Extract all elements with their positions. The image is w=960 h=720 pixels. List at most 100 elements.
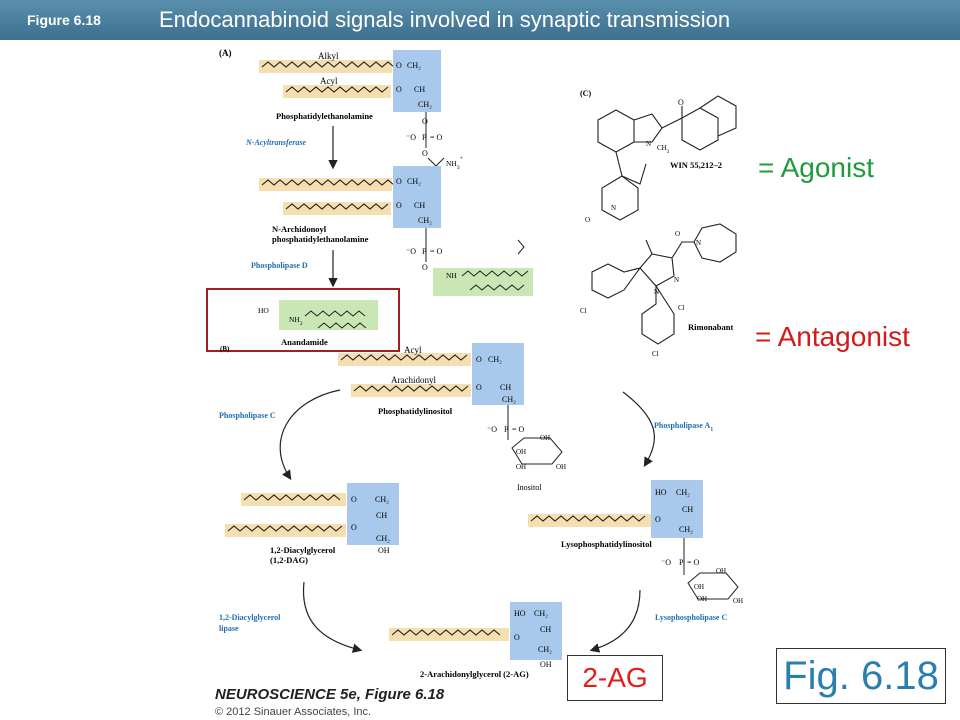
acyl-chain-nape bbox=[285, 203, 389, 210]
arachidonoyl-box bbox=[433, 268, 533, 296]
acyl-label: Acyl bbox=[320, 76, 338, 86]
ch-label: CH bbox=[414, 201, 425, 210]
arachidonyl-chain-dag bbox=[227, 525, 343, 532]
title-bar: Figure 6.18 Endocannabinoid signals invo… bbox=[0, 0, 960, 40]
o-label: O bbox=[396, 85, 402, 94]
o-label: O bbox=[476, 355, 482, 364]
glycerol-box-nape bbox=[393, 166, 441, 228]
copyright: © 2012 Sinauer Associates, Inc. bbox=[215, 706, 372, 718]
o-label: O bbox=[675, 230, 680, 238]
nape-name-2: phosphatidylethanolamine bbox=[272, 234, 369, 244]
acyl-band bbox=[283, 85, 391, 98]
o-label: O bbox=[351, 495, 357, 504]
acyl-chain-dag bbox=[243, 494, 341, 501]
ch3-label: CH3 bbox=[657, 144, 670, 155]
ch2-label: CH₂ bbox=[375, 495, 389, 504]
glycerol-box-pe bbox=[393, 50, 441, 112]
ch2-label: CH₂ bbox=[502, 395, 516, 404]
oh-label: OH bbox=[694, 583, 704, 591]
o-label: O bbox=[585, 216, 590, 224]
o-label: O bbox=[396, 201, 402, 210]
oh-label: OH bbox=[540, 434, 550, 442]
ch2-label: CH₂ bbox=[679, 525, 693, 534]
enzyme-pld: Phospholipase D bbox=[251, 261, 308, 270]
panel-c-label: (C) bbox=[580, 89, 591, 98]
figure-label: Figure 6.18 bbox=[27, 12, 101, 28]
n-label: N bbox=[674, 276, 679, 284]
slide-title: Endocannabinoid signals involved in syna… bbox=[159, 7, 731, 32]
n-label: N bbox=[611, 204, 616, 212]
nh-label: NH bbox=[446, 271, 457, 280]
o-label: O bbox=[351, 523, 357, 532]
ch2-label: CH₂ bbox=[418, 100, 432, 109]
chevron-mark bbox=[517, 239, 525, 255]
ch2-label: CH₂ bbox=[407, 177, 421, 186]
alkyl-band bbox=[259, 60, 392, 73]
o-minus-label: ⁻O bbox=[661, 558, 671, 567]
ch-label: CH bbox=[376, 511, 387, 520]
o-label: O bbox=[422, 263, 428, 272]
figure-callout: Fig. 6.18 bbox=[776, 648, 946, 704]
o-minus-label: ⁻O bbox=[406, 247, 416, 256]
arachidonyl-chain-lyso bbox=[530, 515, 646, 522]
ch-label: CH bbox=[682, 505, 693, 514]
p-label: P bbox=[504, 425, 509, 434]
win-structure bbox=[597, 95, 737, 221]
n-label: N bbox=[646, 140, 651, 148]
o-label: O bbox=[678, 98, 684, 107]
cl-label: Cl bbox=[678, 304, 685, 312]
arachidonyl-chain-pi bbox=[353, 385, 469, 392]
acyl-band-pi bbox=[338, 353, 471, 366]
enzyme-dagl-2: lipase bbox=[219, 624, 239, 633]
ethanolamine-bond bbox=[427, 157, 445, 167]
o-label: O bbox=[476, 383, 482, 392]
oh-label: OH bbox=[516, 463, 526, 471]
ho-label: HO bbox=[514, 609, 526, 618]
arrow-dagl bbox=[302, 581, 363, 653]
nape-name-1: N-Archidonoyl bbox=[272, 224, 327, 234]
anandamide-chain-2 bbox=[317, 322, 367, 329]
ch-label: CH bbox=[500, 383, 511, 392]
arachidonyl-band-dag bbox=[225, 524, 346, 537]
oh-label: OH bbox=[540, 660, 552, 669]
enzyme-dagl-1: 1,2-Diacylglycerol bbox=[219, 613, 281, 622]
o-minus-label: ⁻O bbox=[406, 133, 416, 142]
glycerol-box-2ag bbox=[510, 602, 562, 660]
book-credit: NEUROSCIENCE 5e, Figure 6.18 bbox=[215, 686, 445, 703]
o-label: O bbox=[655, 515, 661, 524]
ch2-label: CH₂ bbox=[376, 534, 390, 543]
o-label: O bbox=[396, 61, 402, 70]
ho-label: HO bbox=[655, 488, 667, 497]
antagonist-legend: = Antagonist bbox=[755, 321, 910, 352]
panel-a-label: (A) bbox=[219, 48, 232, 58]
ch-label: CH bbox=[414, 85, 425, 94]
ch2-label: CH₂ bbox=[676, 488, 690, 497]
oh-label: OH bbox=[697, 595, 707, 603]
rimonabant-name: Rimonabant bbox=[688, 322, 734, 332]
acyl-band-nape bbox=[283, 202, 391, 215]
pi-name: Phosphatidylinositol bbox=[378, 406, 453, 416]
arrow-pla1 bbox=[622, 391, 655, 468]
ch2-label: CH₂ bbox=[538, 645, 552, 654]
o-minus-label: ⁻O bbox=[487, 425, 497, 434]
anandamide-chain bbox=[304, 310, 366, 317]
panel-b-label: (B) bbox=[220, 345, 230, 353]
ch2-label: CH₂ bbox=[534, 609, 548, 618]
o-label: O bbox=[514, 633, 520, 642]
arrow-lysoplc bbox=[589, 589, 641, 653]
nh2-label: NH2 bbox=[289, 315, 303, 327]
dag-name-1: 1,2-Diacylglycerol bbox=[270, 545, 336, 555]
lysopi-name: Lysophosphatidylinositol bbox=[561, 539, 652, 549]
twoag-name: 2-Arachidonylglycerol (2-AG) bbox=[420, 669, 529, 679]
ch2-label: CH₂ bbox=[488, 355, 502, 364]
alkyl-chain-nape bbox=[261, 179, 395, 186]
arachidonyl-label: Arachidonyl bbox=[391, 375, 436, 385]
rimonabant-structure bbox=[591, 223, 737, 345]
oh-label: OH bbox=[556, 463, 566, 471]
arachidonoyl-chain bbox=[461, 270, 529, 277]
enzyme-pla1: Phospholipase A1 bbox=[654, 421, 713, 433]
acyl-chain-pi bbox=[340, 354, 468, 361]
glycerol-box-pi bbox=[472, 343, 524, 405]
n-label: N bbox=[654, 288, 659, 296]
